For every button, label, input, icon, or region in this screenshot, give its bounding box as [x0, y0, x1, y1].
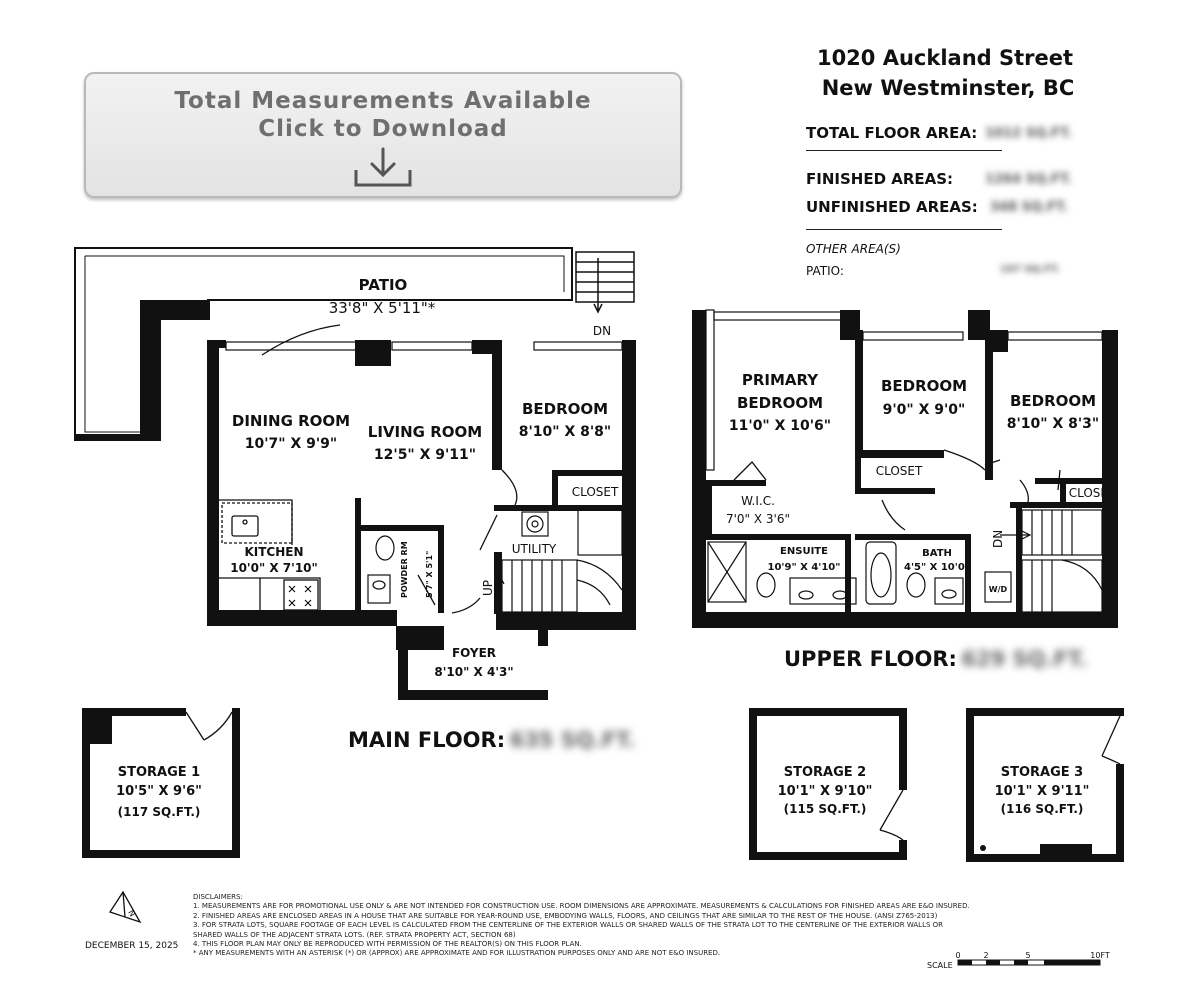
primary-bedroom-name-2: BEDROOM: [737, 394, 823, 412]
primary-bedroom-name-1: PRIMARY: [742, 371, 819, 389]
wic-name: W.I.C.: [741, 494, 775, 508]
patio-area-label: PATIO:: [806, 264, 844, 278]
closet-label: CLOSET: [572, 485, 619, 499]
address-line-2: New Westminster, BC: [821, 76, 1075, 100]
address-line-1: 1020 Auckland Street: [816, 46, 1074, 70]
primary-bedroom-dim: 11'0" X 10'6": [729, 418, 831, 434]
disclaimer-title: DISCLAIMERS:: [193, 893, 243, 901]
divider: [806, 150, 1002, 151]
foyer-dim: 8'10" X 4'3": [434, 665, 513, 679]
bedroom-2-dim: 9'0" X 9'0": [883, 402, 966, 418]
banner-line-1: Total Measurements Available: [174, 88, 592, 114]
bedroom-3-dim: 8'10" X 8'3": [1007, 416, 1099, 432]
storage-2-dim: 10'1" X 9'10": [778, 784, 873, 799]
powder-room-name: POWDER RM: [400, 541, 409, 598]
storage-1-name: STORAGE 1: [118, 765, 200, 780]
scale-tick-2: 2: [983, 951, 988, 960]
bedroom-2-name: BEDROOM: [881, 377, 967, 395]
main-floor-area: 635 SQ.FT.: [509, 728, 636, 752]
storage-3-dim: 10'1" X 9'11": [995, 784, 1090, 799]
main-floor-label: MAIN FLOOR:: [348, 728, 506, 752]
living-room-dim: 12'5" X 9'11": [374, 447, 476, 463]
stair-up: UP: [481, 580, 495, 596]
washer-dryer-label: W/D: [989, 585, 1008, 594]
dining-room-name: DINING ROOM: [232, 412, 350, 430]
patio-outline: [74, 247, 573, 441]
finished-areas-label: FINISHED AREAS:: [806, 170, 954, 188]
storage-1-walls: [82, 708, 240, 858]
powder-room-dim: 5'7" X 5'1": [425, 551, 434, 598]
patio-stair: [575, 251, 635, 314]
storage-2-area: (115 SQ.FT.): [784, 802, 867, 816]
kitchen-name: KITCHEN: [244, 545, 303, 559]
storage-3-area: (116 SQ.FT.): [1001, 802, 1084, 816]
patio-name: PATIO: [359, 276, 408, 294]
storage-3-name: STORAGE 3: [1001, 765, 1083, 780]
storage-1-dim: 10'5" X 9'6": [116, 784, 202, 799]
patio-area-value: 197 SQ.FT.: [1000, 264, 1060, 275]
other-areas-label: OTHER AREA(S): [806, 242, 901, 256]
closet-3-label: CLOSET: [1069, 486, 1116, 500]
disclaimer-line: 4. THIS FLOOR PLAN MAY ONLY BE REPRODUCE…: [193, 940, 582, 949]
total-floor-area-label: TOTAL FLOOR AREA:: [806, 124, 978, 142]
scale-bar: [957, 959, 1101, 966]
bath-dim: 4'5" X 10'0": [904, 562, 970, 573]
living-room-name: LIVING ROOM: [368, 423, 482, 441]
divider: [806, 229, 1002, 230]
wic-dim: 7'0" X 3'6": [726, 512, 790, 526]
bedroom-3-name: BEDROOM: [1010, 392, 1096, 410]
disclaimer-line: * ANY MEASUREMENTS WITH AN ASTERISK (*) …: [193, 949, 721, 958]
unfinished-areas-label: UNFINISHED AREAS:: [806, 198, 978, 216]
download-icon: [354, 147, 412, 187]
scale-tick-5: 5: [1025, 951, 1030, 960]
closet-2-label: CLOSET: [876, 464, 923, 478]
upper-stair-dn: DN: [991, 530, 1005, 548]
patio-dn: DN: [593, 324, 611, 338]
scale-tick-10: 10FT: [1090, 951, 1110, 960]
dining-room-dim: 10'7" X 9'9": [245, 436, 337, 452]
storage-2-name: STORAGE 2: [784, 765, 866, 780]
scale-tick-0: 0: [955, 951, 960, 960]
scale-label: SCALE: [927, 961, 953, 970]
ensuite-dim: 10'9" X 4'10": [768, 562, 841, 573]
kitchen-dim: 10'0" X 7'10": [230, 561, 318, 575]
finished-areas-value: 1264 SQ.FT.: [985, 172, 1072, 187]
disclaimer-line: SHARED WALLS OF THE ADJACENT STRATA LOTS…: [193, 930, 516, 939]
download-measurements-button[interactable]: Total Measurements Available Click to Do…: [84, 72, 682, 198]
storage-1-area: (117 SQ.FT.): [118, 805, 201, 819]
bedroom-dim: 8'10" X 8'8": [519, 424, 611, 440]
patio-dim: 33'8" X 5'11"*: [329, 299, 436, 317]
unfinished-areas-value: 348 SQ.FT.: [990, 200, 1068, 215]
banner-line-2: Click to Download: [258, 116, 508, 142]
storage-3-walls: [966, 708, 1124, 862]
total-floor-area-value: 1012 SQ.FT.: [985, 126, 1072, 141]
upper-floor-title: UPPER FLOOR: 629 SQ.FT.: [784, 647, 1087, 671]
ensuite-name: ENSUITE: [780, 546, 828, 557]
disclaimers: DISCLAIMERS: 1. MEASUREMENTS ARE FOR PRO…: [193, 893, 983, 959]
bedroom-name: BEDROOM: [522, 400, 608, 418]
north-arrow-icon: [108, 890, 142, 924]
upper-floor-label: UPPER FLOOR:: [784, 647, 957, 671]
storage-2-walls: [749, 708, 907, 860]
disclaimer-line: 2. FINISHED AREAS ARE ENCLOSED AREAS IN …: [193, 911, 938, 920]
disclaimer-line: 1. MEASUREMENTS ARE FOR PROMOTIONAL USE …: [193, 902, 970, 911]
utility-label: UTILITY: [512, 542, 557, 556]
plan-date: DECEMBER 15, 2025: [85, 941, 179, 951]
main-floor-title: MAIN FLOOR: 635 SQ.FT.: [348, 728, 635, 752]
bath-name: BATH: [922, 548, 952, 559]
disclaimer-line: 3. FOR STRATA LOTS, SQUARE FOOTAGE OF EA…: [193, 921, 944, 930]
foyer-name: FOYER: [452, 646, 496, 660]
upper-floor-area: 629 SQ.FT.: [961, 647, 1087, 671]
north-label: N: [126, 909, 137, 919]
